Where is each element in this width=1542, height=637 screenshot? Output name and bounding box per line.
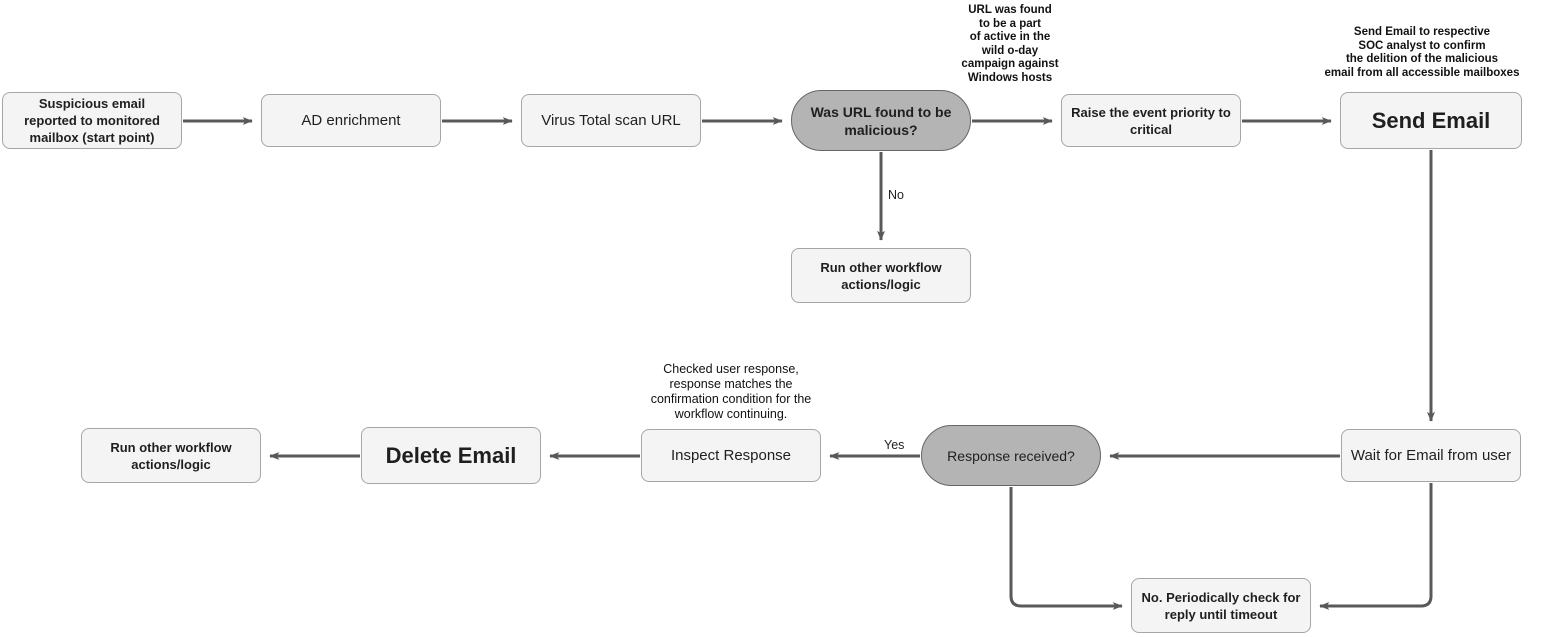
node-wait-for-email[interactable]: Wait for Email from user [1341,429,1521,482]
node-label: Inspect Response [670,447,792,464]
edge-q2-to-periodic [1009,487,1123,610]
node-delete-email[interactable]: Delete Email [361,427,541,484]
node-inspect-response[interactable]: Inspect Response [641,429,821,482]
edge-label-yes: Yes [882,438,907,452]
node-run-other-workflow-bottom[interactable]: Run other workflow actions/logic [81,428,261,483]
node-label: Virus Total scan URL [541,112,681,129]
node-label: Raise the event priority to critical [1071,104,1231,137]
node-raise-event-priority[interactable]: Raise the event priority to critical [1061,94,1241,147]
node-virus-total-scan-url[interactable]: Virus Total scan URL [521,94,701,147]
node-label: Run other workflow actions/logic [110,439,232,472]
node-label: AD enrichment [301,112,401,129]
node-periodically-check-reply[interactable]: No. Periodically check for reply until t… [1131,578,1311,633]
node-label: Response received? [947,447,1075,464]
node-label: No. Periodically check for reply until t… [1141,589,1301,622]
edge-label-no: No [886,188,906,202]
node-decision-response-received[interactable]: Response received? [921,425,1101,486]
node-label: Suspicious email reported to monitored m… [24,96,160,145]
node-label: Delete Email [385,442,517,468]
node-ad-enrichment[interactable]: AD enrichment [261,94,441,147]
annotation-checked-user-response: Checked user response, response matches … [650,362,812,421]
node-label: Was URL found to be malicious? [810,103,952,138]
node-run-other-workflow-top[interactable]: Run other workflow actions/logic [791,248,971,303]
annotation-soc-analyst-confirmation: Send Email to respective SOC analyst to … [1324,26,1520,79]
edge-wait-to-periodic [1319,483,1433,610]
node-decision-url-malicious[interactable]: Was URL found to be malicious? [791,90,971,151]
node-suspicious-email-start[interactable]: Suspicious email reported to monitored m… [2,92,182,149]
node-label: Wait for Email from user [1350,447,1512,464]
annotation-zero-day-campaign: URL was found to be a part of active in … [961,4,1059,84]
node-label: Send Email [1371,107,1491,133]
node-label: Run other workflow actions/logic [820,259,942,292]
node-send-email[interactable]: Send Email [1340,92,1522,149]
